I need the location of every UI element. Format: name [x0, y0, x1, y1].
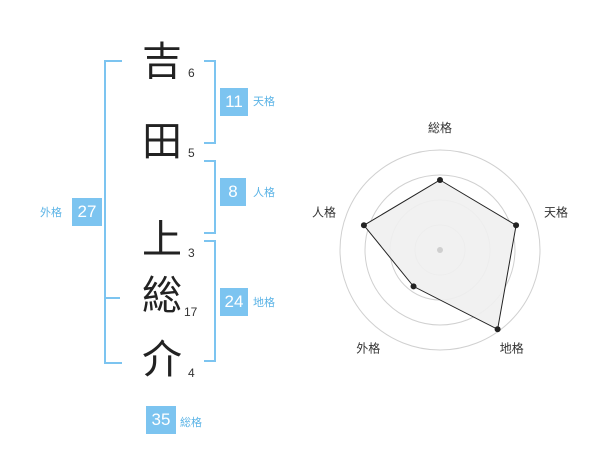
chikaku-label: 地格	[253, 296, 275, 309]
tenkaku-badge: 11	[220, 88, 248, 116]
soukaku-badge: 35	[146, 406, 176, 434]
stroke-count-5: 4	[188, 366, 195, 380]
jinkaku-bracket	[204, 160, 216, 234]
gaikaku-bracket-divider	[104, 297, 120, 299]
radar-ring-4	[339, 149, 541, 351]
radar-point-1	[437, 177, 443, 183]
name-char-1: 吉	[142, 39, 182, 85]
radar-point-2	[513, 222, 520, 229]
tenkaku-label: 天格	[253, 95, 275, 108]
radar-axis-label-4: 外格	[356, 341, 380, 356]
stroke-count-3: 3	[188, 246, 195, 260]
radar-axis-label-5: 人格	[312, 204, 336, 219]
name-char-2: 田	[142, 119, 182, 165]
stroke-count-1: 6	[188, 66, 195, 80]
name-char-4: 総	[142, 273, 182, 319]
name-char-3: 上	[142, 217, 182, 263]
jinkaku-label: 人格	[253, 186, 275, 199]
chikaku-badge: 24	[220, 288, 248, 316]
radar-data-polygon	[363, 179, 517, 331]
gaikaku-bracket	[104, 60, 122, 364]
radar-point-4	[410, 283, 417, 290]
radar-ring-3	[364, 174, 516, 326]
soukaku-label: 総格	[180, 416, 202, 429]
radar-axis-label-2: 天格	[544, 204, 568, 219]
gaikaku-label: 外格	[40, 206, 62, 219]
tenkaku-bracket	[204, 60, 216, 144]
chikaku-bracket	[204, 240, 216, 362]
stroke-count-4: 17	[184, 305, 198, 319]
radar-center-dot	[437, 247, 443, 253]
gaikaku-badge: 27	[72, 198, 102, 226]
jinkaku-badge: 8	[220, 178, 246, 206]
radar-axis-label-1: 総格	[428, 120, 452, 135]
radar-point-5	[360, 222, 367, 229]
radar-points	[360, 177, 520, 333]
stroke-count-2: 5	[188, 146, 195, 160]
radar-axis-label-3: 地格	[500, 341, 524, 356]
name-char-5: 介	[142, 337, 182, 383]
radar-point-3	[494, 326, 501, 333]
